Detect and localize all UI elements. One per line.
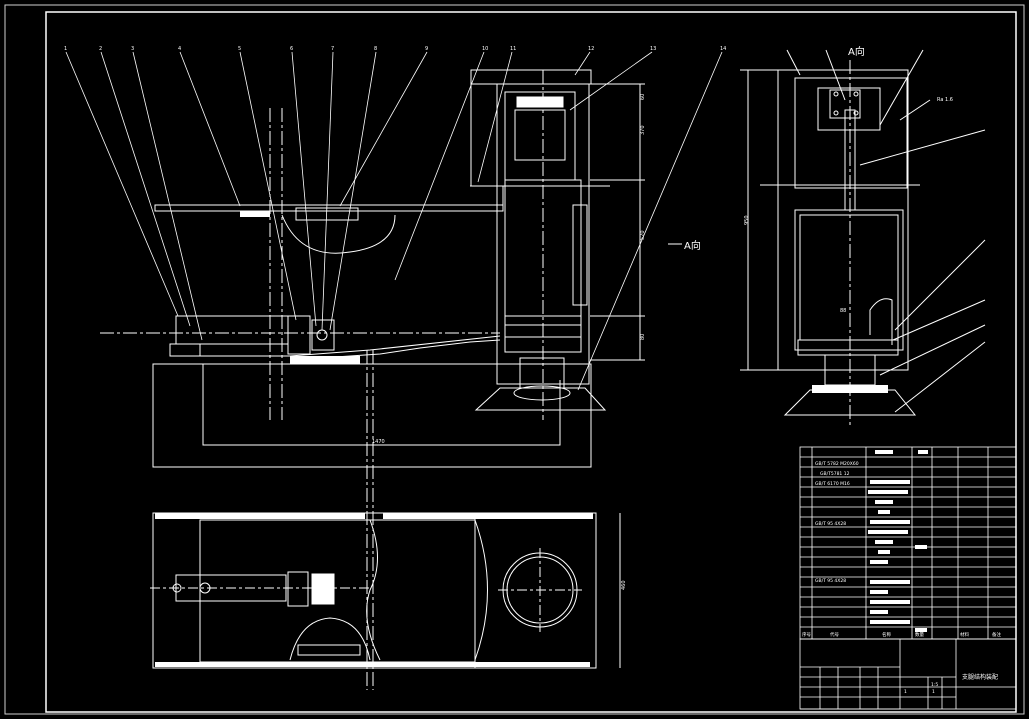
bracket-left: [470, 84, 497, 187]
foot-pad: [474, 387, 607, 411]
dim-text: 370: [640, 125, 646, 135]
ratio-text: 1:5: [931, 682, 938, 688]
dimension-texts: 60 370 520 80 1470 460 Ra 1.6 950 88: [372, 94, 953, 590]
side-top-inner: [817, 87, 881, 131]
plan-wave-2: [474, 519, 488, 661]
coupling: [311, 319, 335, 351]
sheet-text: 1: [904, 689, 907, 695]
top-cap: [504, 91, 576, 181]
dim-text: 60: [640, 94, 646, 100]
title-text: 支腿结构装配: [962, 673, 998, 681]
plan-bowl-plate: [297, 644, 361, 656]
dim-text: 460: [621, 580, 627, 590]
plan-motor-flange: [287, 571, 309, 607]
balloon-label: 13: [650, 46, 656, 52]
gear-top: [516, 96, 564, 108]
parts-list-rows: [800, 456, 1016, 628]
title-block: 支腿结构装配 1:5 1 1: [799, 638, 1017, 710]
std-part-label: GB/T 6170 M16: [815, 481, 850, 487]
plan-top-edge: [155, 513, 365, 519]
drive-linkage-2: [200, 335, 501, 357]
bracket-top: [470, 69, 592, 85]
plan-bowl: [289, 617, 371, 661]
outer-frame: [4, 4, 1025, 715]
top-plate-thick: [240, 211, 270, 217]
std-part-label: GB/T 5782 M20X60: [815, 461, 859, 467]
dim-text: 520: [640, 230, 646, 240]
balloon-label: 2: [99, 46, 102, 52]
balloon-label: 14: [720, 46, 726, 52]
plan-top-edge-2: [383, 513, 593, 519]
std-part-label: GB/T 95 4X28: [815, 578, 846, 584]
sheets-text: 1: [932, 689, 935, 695]
inner-frame: [45, 11, 1017, 713]
header-cell: 代号: [830, 631, 839, 638]
header-cell: 序号: [802, 631, 811, 638]
title-block-frame: [799, 638, 1017, 710]
parts-list-header: 序号 代号 名称 数量 材料 备注: [802, 631, 1001, 638]
balloon-label: 10: [482, 46, 488, 52]
header-cell: 名称: [882, 631, 891, 638]
parts-list-std-text: GB/T 5782 M20X60 GB/T5781 12 GB/T 6170 M…: [815, 461, 859, 584]
side-outer: [777, 69, 909, 371]
dim-text: 88: [840, 308, 846, 314]
bowl-shape: [281, 214, 396, 254]
balloon-label: 1: [64, 46, 67, 52]
dim-text: Ra 1.6: [937, 97, 953, 103]
slider-block: [290, 356, 360, 364]
dim-text: 950: [744, 215, 750, 225]
balloon-label: 4: [178, 46, 181, 52]
side-cylinder-in: [799, 214, 899, 341]
plan-coupling: [311, 573, 335, 605]
plan-inner: [199, 519, 476, 663]
balloon-label: 5: [238, 46, 241, 52]
balloon-label: 11: [510, 46, 516, 52]
std-part-label: GB/T 95 4X28: [815, 521, 846, 527]
motor-mount: [169, 343, 201, 357]
view-arrow-label: A向: [684, 239, 701, 252]
header-cell: 材料: [960, 631, 969, 638]
top-cap-inner: [514, 109, 566, 161]
balloon-label: 9: [425, 46, 428, 52]
side-gusset: [869, 298, 893, 345]
leader-lines: [65, 51, 723, 391]
base-inner-outline: [202, 364, 561, 446]
balloon-label: 7: [331, 46, 334, 52]
side-plate: [572, 204, 588, 306]
plan-wave: [366, 519, 381, 661]
side-view-label: A向: [848, 45, 865, 58]
coupling-pin: [316, 329, 328, 341]
motor-flange: [287, 315, 311, 355]
balloon-label: 6: [290, 46, 293, 52]
balloon-label: 8: [374, 46, 377, 52]
balloon-label: 3: [131, 46, 134, 52]
foot-disc: [513, 385, 571, 401]
parts-list: GB/T 5782 M20X60 GB/T5781 12 GB/T 6170 M…: [799, 446, 1017, 640]
view-arrow: A向: [668, 239, 701, 252]
dim-text: 80: [640, 334, 646, 340]
plan-bottom-edge: [155, 662, 590, 667]
motor-body: [175, 315, 289, 345]
side-nut: [797, 339, 899, 356]
balloon-labels: 1 2 3 4 5 6 7 8 9 10 11 12 13 14: [64, 46, 726, 52]
base-box: [152, 363, 592, 468]
std-part-label: GB/T5781 12: [820, 471, 850, 477]
plan-view: [150, 512, 621, 669]
plan-outline: [152, 512, 597, 669]
dim-text: 1470: [372, 439, 385, 445]
lower-nut: [504, 315, 582, 353]
front-elevation: [100, 69, 645, 690]
side-foot: [783, 389, 917, 416]
side-cylinder: [794, 209, 904, 351]
side-frame: [794, 77, 908, 189]
parts-list-blobs: [868, 450, 928, 632]
header-cell: 备注: [992, 631, 1001, 638]
side-view: A向: [740, 45, 986, 425]
header-cell: 数量: [915, 631, 924, 638]
balloon-label: 12: [588, 46, 594, 52]
